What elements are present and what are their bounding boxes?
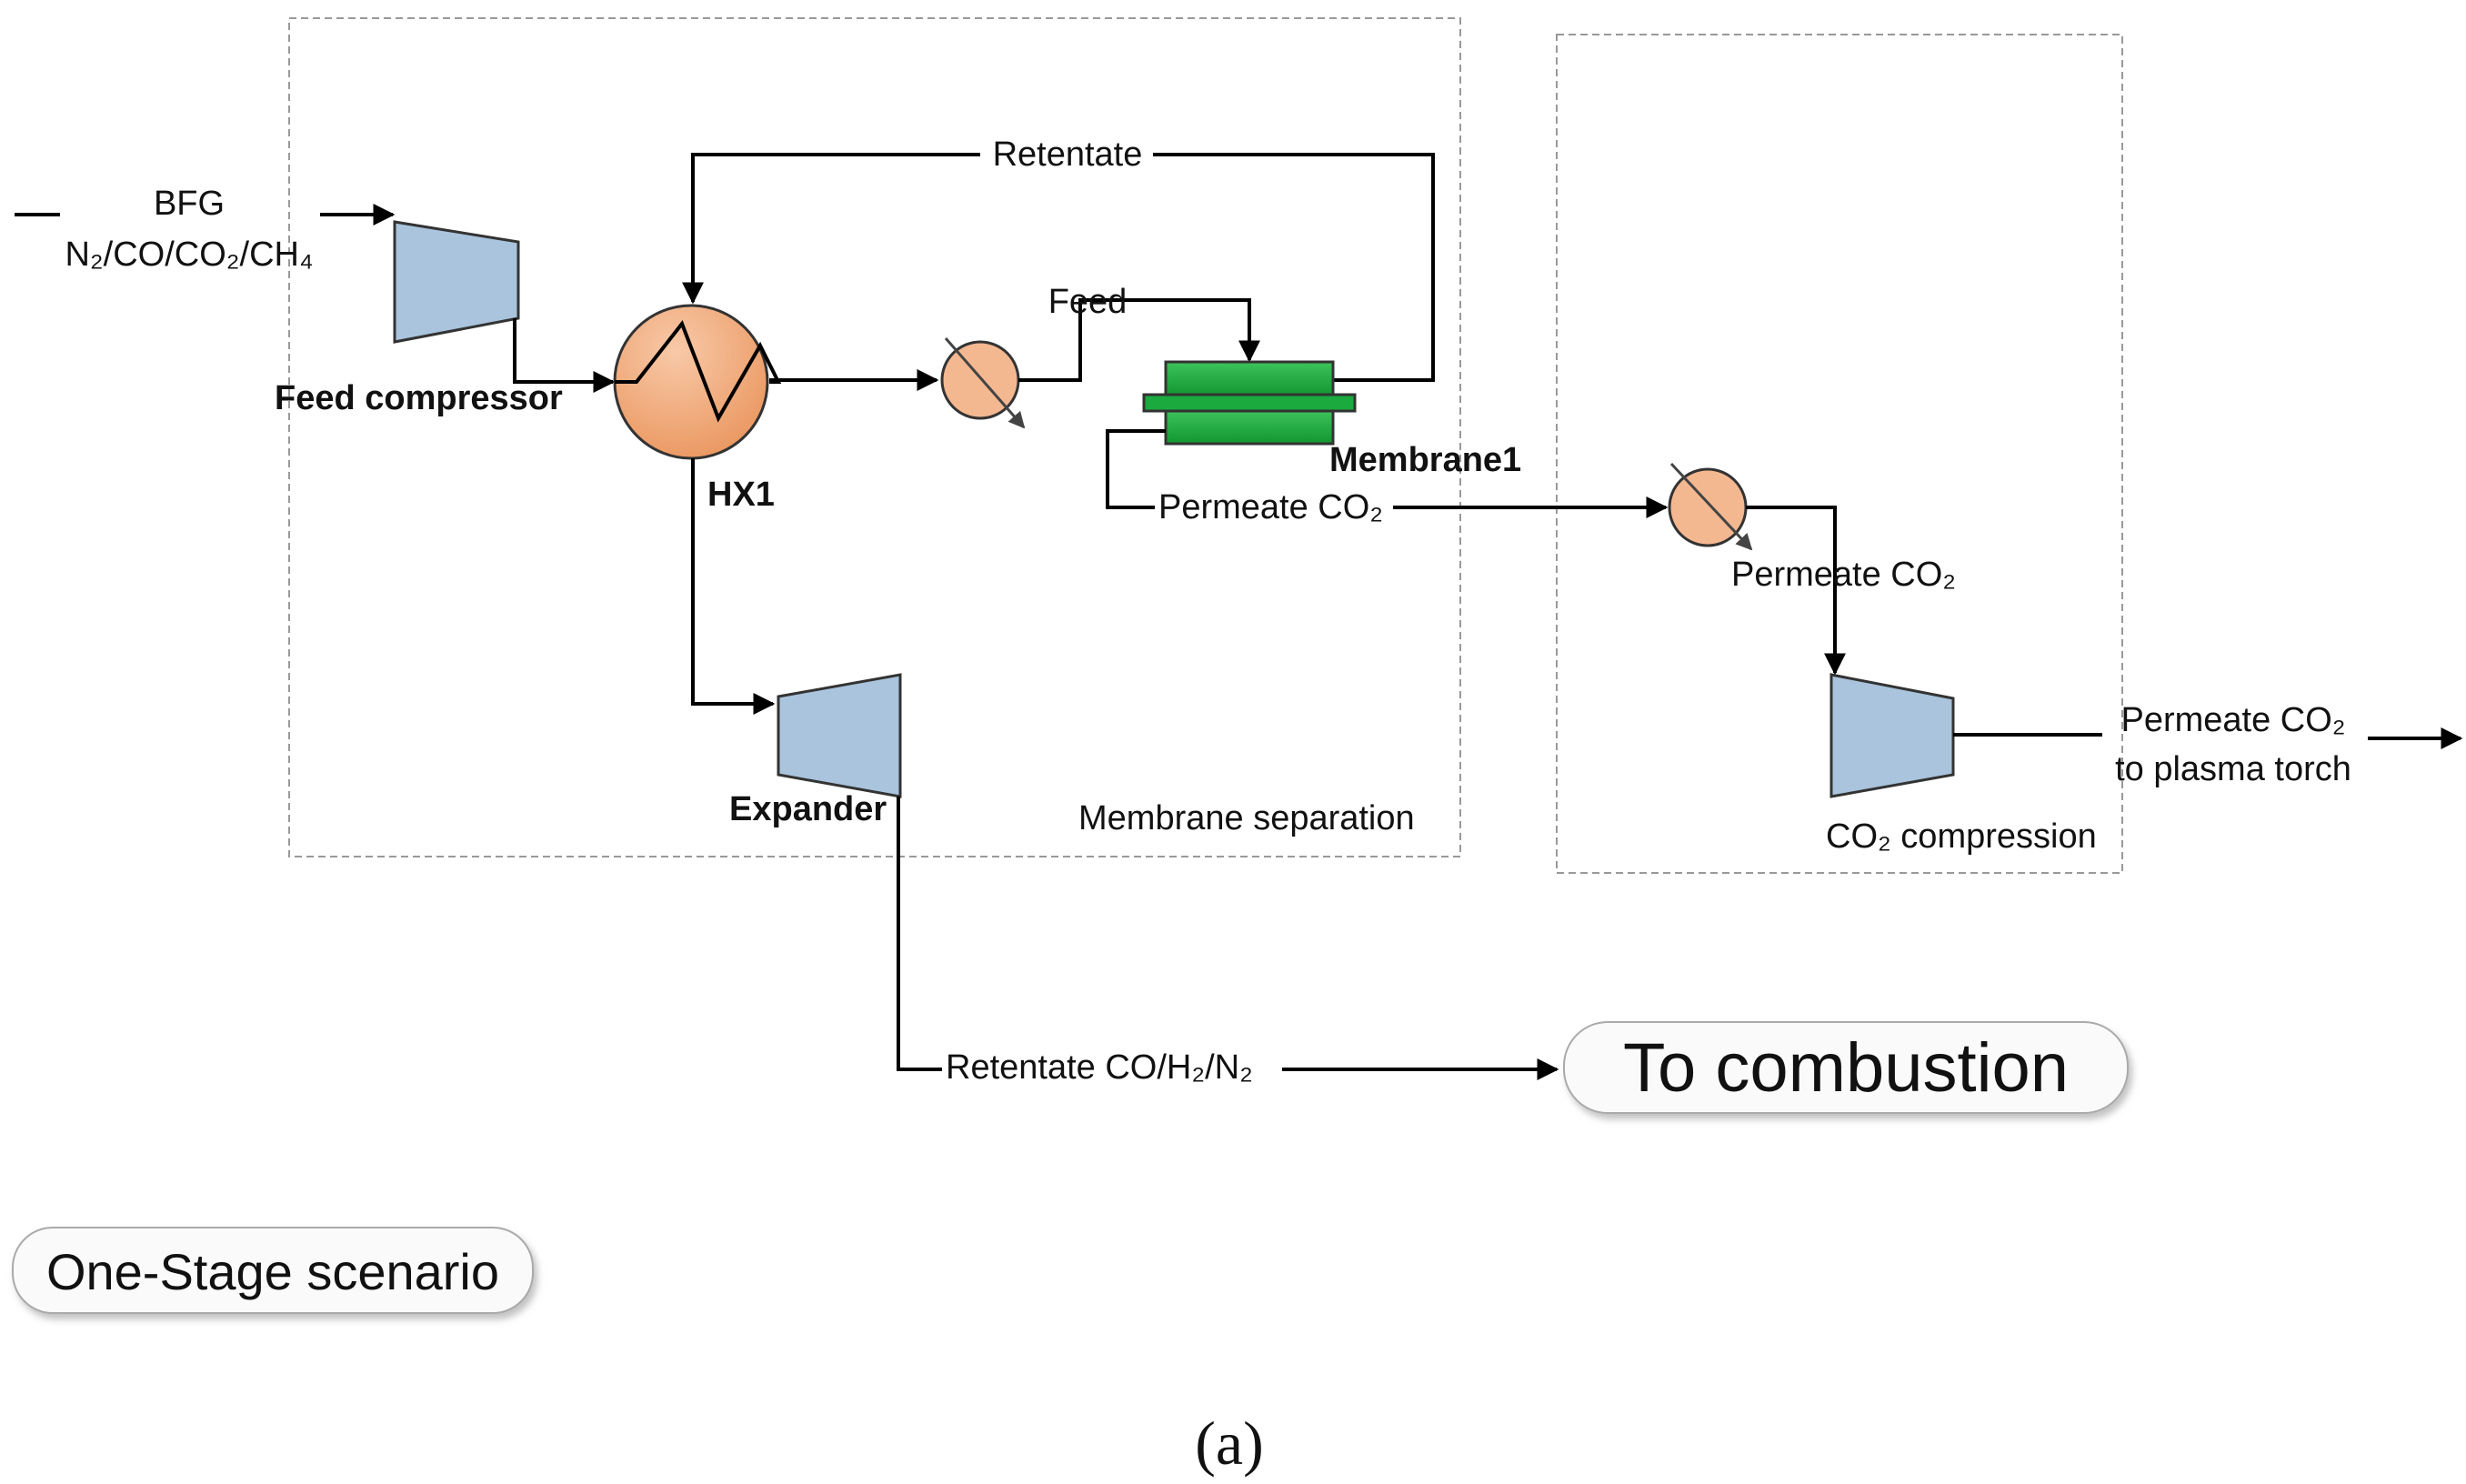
retentate-recycle-label: Retentate xyxy=(993,135,1143,174)
membrane-feed-line xyxy=(1128,298,1260,363)
scenario-label: One-Stage scenario xyxy=(46,1243,499,1300)
membrane-feed-label: Feed xyxy=(1048,283,1128,321)
feed-stream-name: BFG xyxy=(154,185,225,223)
co2-compression-section xyxy=(1556,34,2123,874)
membrane-separation-label: Membrane separation xyxy=(1078,799,1415,837)
hx-to-expander-line xyxy=(691,458,776,715)
scenario-box xyxy=(12,1227,534,1314)
expander xyxy=(777,673,902,798)
permeate-label-1: Permeate CO₂ xyxy=(1158,488,1383,526)
retentate-out-label: Retentate CO/H₂/N₂ xyxy=(946,1048,1253,1087)
membrane1 xyxy=(1142,360,1357,446)
permeate-label-2: Permeate CO₂ xyxy=(1731,556,1956,594)
expander-label: Expander xyxy=(729,790,887,828)
product-label-1: Permeate CO₂ xyxy=(2120,701,2345,739)
retentate-out-label-bg xyxy=(942,1046,1282,1091)
co2-compression-label: CO₂ compression xyxy=(1826,817,2097,856)
feed-stream-composition: N₂/CO/CO₂/CH₄ xyxy=(65,236,313,274)
hx1-label: HX1 xyxy=(707,476,775,514)
retentate-out-line xyxy=(897,797,1559,1080)
compressor-to-hx-line xyxy=(513,318,616,393)
combustion-box xyxy=(1563,1021,2129,1114)
cooler-2-arrow xyxy=(1669,462,1753,551)
cooler-to-membrane-line xyxy=(1018,298,1129,382)
cooler-2 xyxy=(1668,467,1748,547)
feed-compressor xyxy=(393,220,520,344)
retentate-label-bg xyxy=(980,135,1153,175)
product-label-2: to plasma torch xyxy=(2115,750,2351,788)
figure-caption: (a) xyxy=(1195,1409,1263,1478)
retentate-recycle-line xyxy=(682,153,1435,382)
combustion-label: To combustion xyxy=(1623,1029,2069,1107)
co2-compressor xyxy=(1829,673,1955,798)
membrane1-label: Membrane1 xyxy=(1329,441,1521,479)
feed-compressor-label: Feed compressor xyxy=(275,379,563,417)
permeate-line-2 xyxy=(1746,506,1846,676)
permeate-label-1-bg xyxy=(1155,486,1393,531)
membrane-separation-section xyxy=(288,17,1461,857)
cooler-1-arrow xyxy=(944,337,1026,429)
